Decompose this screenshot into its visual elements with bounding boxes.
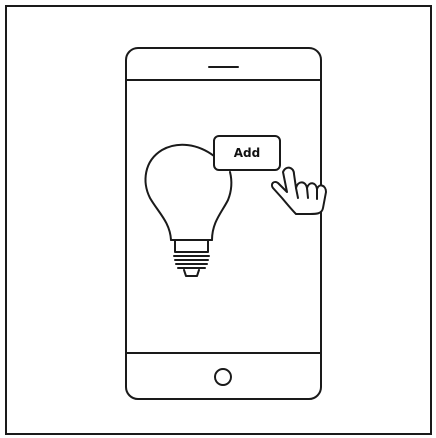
home-button-icon [215, 369, 231, 385]
smartphone-icon [126, 48, 321, 399]
add-button: Add [214, 136, 280, 170]
pointing-hand-icon [272, 168, 326, 214]
